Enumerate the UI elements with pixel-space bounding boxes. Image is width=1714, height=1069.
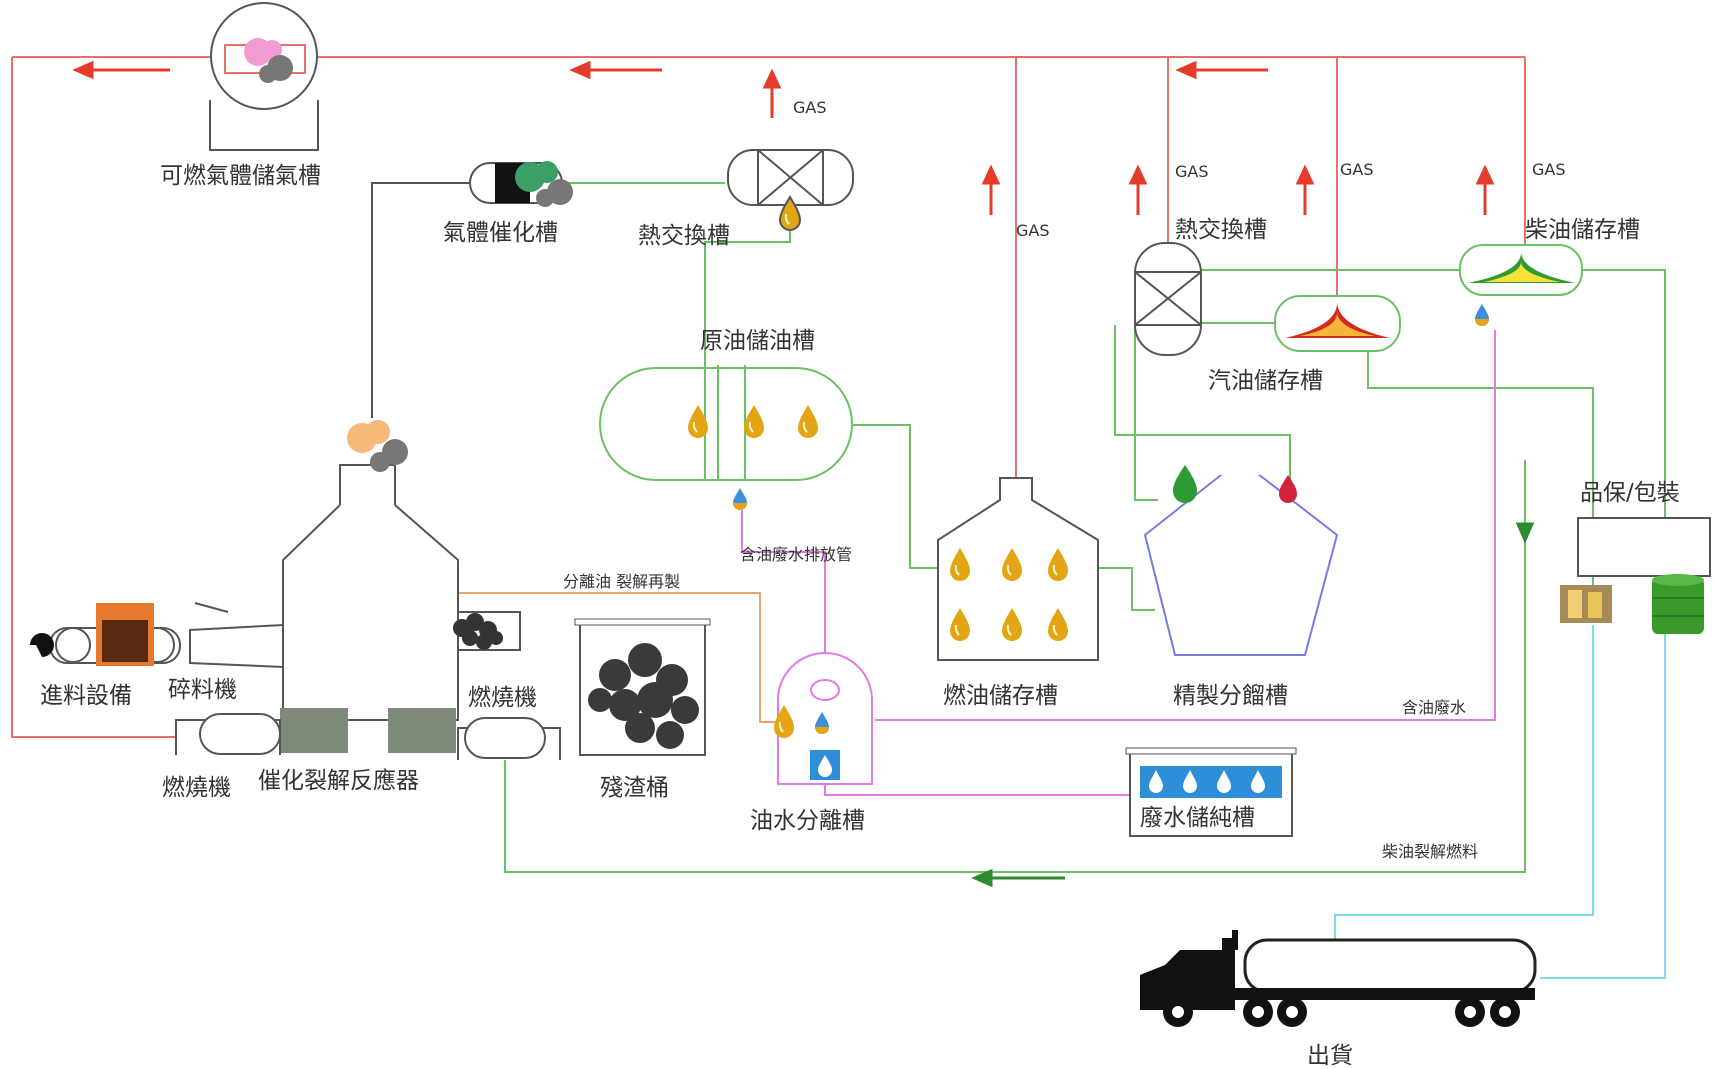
arrow-icon xyxy=(1518,524,1532,540)
oil-water-separator xyxy=(774,653,872,784)
gas-label: GAS xyxy=(1340,160,1374,179)
crude-oil-storage-tank xyxy=(600,368,852,510)
shipping-lines xyxy=(1335,625,1665,978)
gas-storage-tank xyxy=(210,3,318,150)
gasoline-storage-tank xyxy=(1275,296,1400,351)
label-burner-right: 燃燒機 xyxy=(468,685,537,711)
burner-left xyxy=(176,714,280,755)
label-refining-tank: 精製分餾槽 xyxy=(1173,683,1288,709)
arrow-icon xyxy=(1298,168,1312,183)
gas-label: GAS xyxy=(793,98,827,117)
label-reactor: 催化裂解反應器 xyxy=(258,768,419,794)
water-drop-icon xyxy=(1475,304,1489,326)
diagram-labels: 可燃氣體儲氣槽 氣體催化槽 熱交換槽 原油儲油槽 熱交換槽 柴油儲存槽 汽油儲存… xyxy=(40,98,1680,1069)
heat-exchanger-2 xyxy=(1135,243,1201,355)
label-oily-wastewater: 含油廢水 xyxy=(1402,698,1466,717)
label-crusher: 碎料機 xyxy=(168,677,237,703)
label-crude-oil-tank: 原油儲油槽 xyxy=(700,328,815,354)
gas-label: GAS xyxy=(1532,160,1566,179)
barrel-icon xyxy=(1652,574,1704,634)
refining-fractionation-tank xyxy=(1145,455,1337,655)
diesel-storage-tank xyxy=(1460,245,1582,326)
label-separated-oil: 分離油 裂解再製 xyxy=(563,572,680,591)
arrow-icon xyxy=(573,63,589,77)
feed-equipment xyxy=(30,603,180,666)
label-fuel-oil-tank: 燃油儲存槽 xyxy=(943,683,1058,709)
label-heat-exchanger-2: 熱交換槽 xyxy=(1175,217,1267,243)
label-heat-exchanger-1: 熱交換槽 xyxy=(638,223,730,249)
gas-label: GAS xyxy=(1016,221,1050,240)
label-oil-water-separator: 油水分離槽 xyxy=(750,808,865,834)
label-gas-storage: 可燃氣體儲氣槽 xyxy=(160,163,321,189)
arrow-icon xyxy=(76,63,92,77)
label-oily-water-pipe: 含油廢水排放管 xyxy=(740,545,852,564)
label-gasoline-tank: 汽油儲存槽 xyxy=(1208,368,1323,394)
label-burner-left: 燃燒機 xyxy=(162,775,231,801)
qc-packaging-station xyxy=(1560,518,1710,634)
arrow-icon xyxy=(765,72,779,87)
gas-label: GAS xyxy=(1175,162,1209,181)
label-diesel-tank: 柴油儲存槽 xyxy=(1525,217,1640,243)
gas-transfer-line xyxy=(372,183,470,418)
arrow-icon xyxy=(975,871,991,885)
label-qc-packaging: 品保/包裝 xyxy=(1580,480,1680,506)
label-diesel-cracking-fuel: 柴油裂解燃料 xyxy=(1382,842,1478,861)
label-gas-catalyst: 氣體催化槽 xyxy=(443,220,558,246)
heat-exchanger-1 xyxy=(728,150,853,230)
water-drop-icon xyxy=(733,488,747,510)
arrow-icon xyxy=(1179,63,1195,77)
label-residue-bucket: 殘渣桶 xyxy=(600,775,669,801)
gas-catalyst-tank xyxy=(470,161,573,207)
fuel-oil-storage-tank xyxy=(938,478,1098,660)
truck-icon xyxy=(1140,930,1535,1027)
label-feed-equipment: 進料設備 xyxy=(40,683,132,709)
crusher xyxy=(190,625,283,667)
label-shipping: 出貨 xyxy=(1307,1043,1353,1069)
label-wastewater-storage: 廢水儲純槽 xyxy=(1140,805,1255,831)
residue-bucket xyxy=(575,619,710,755)
arrow-icon xyxy=(1478,168,1492,183)
arrow-icon xyxy=(984,168,998,183)
catalytic-cracking-reactor xyxy=(195,420,458,753)
arrow-icon xyxy=(1131,168,1145,183)
